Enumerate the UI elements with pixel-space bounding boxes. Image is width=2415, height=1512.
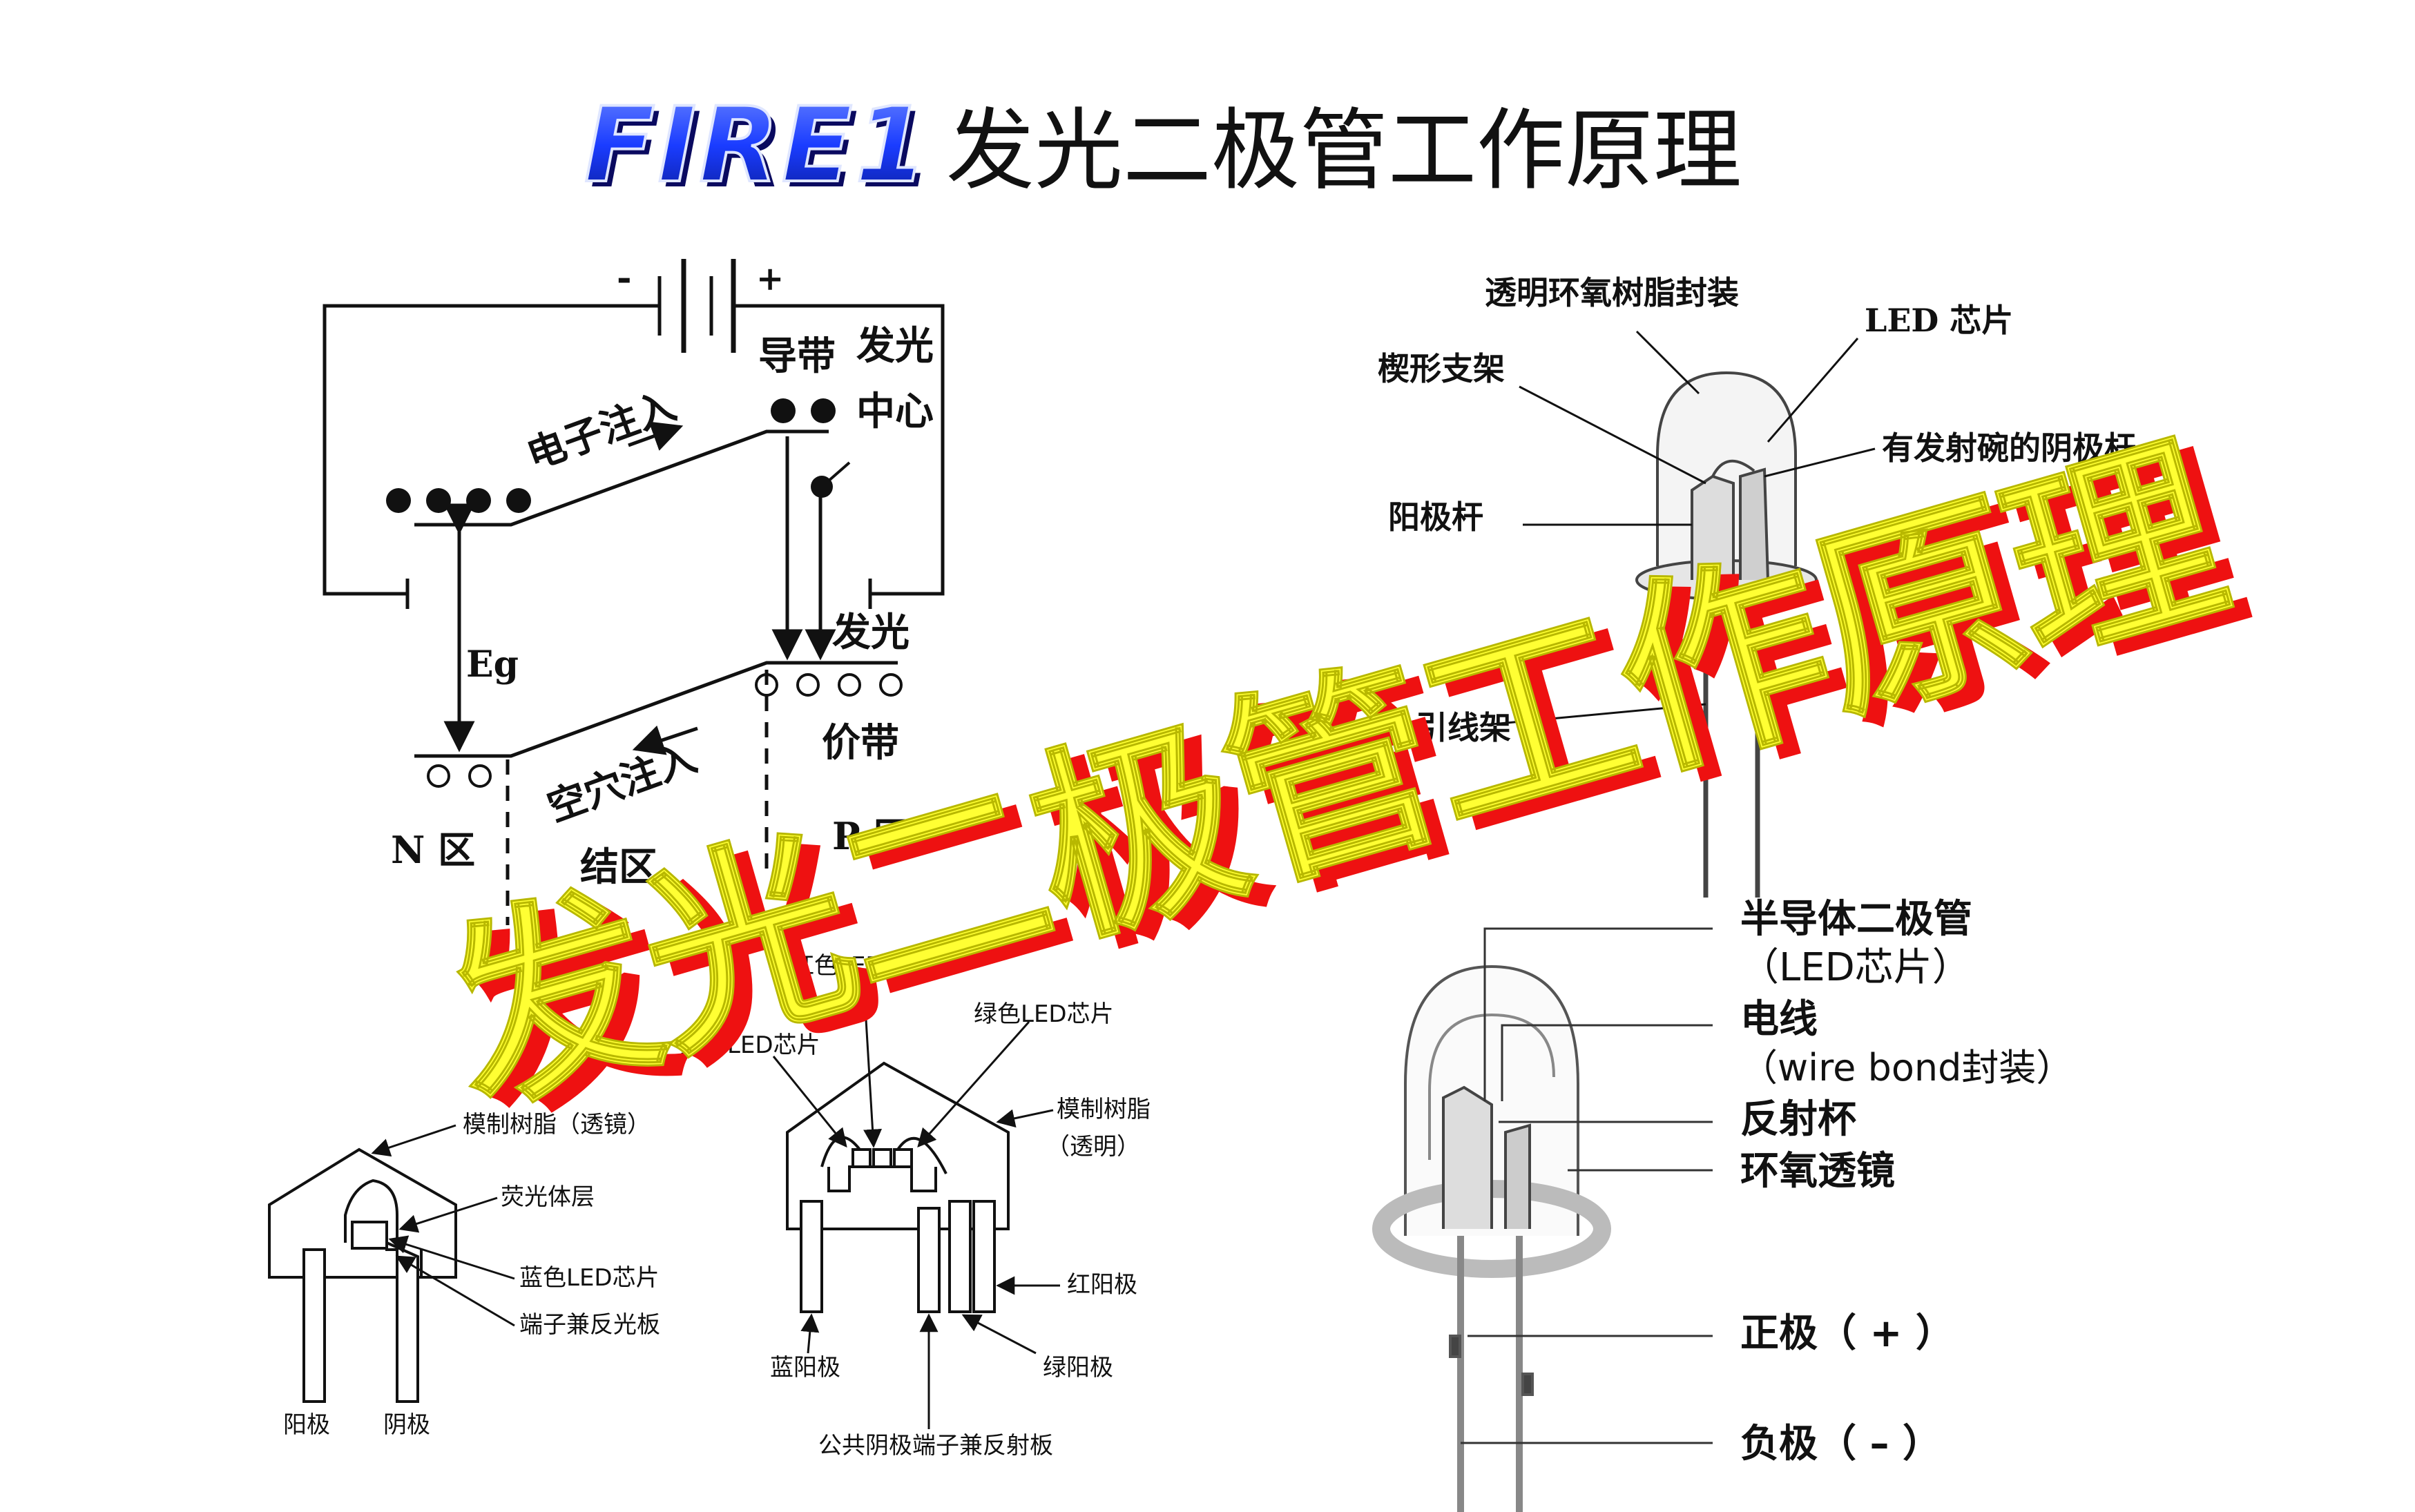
blue-chip-label: 蓝色LED芯片	[680, 1031, 820, 1059]
epoxy-lens-label: 环氧透镜	[1740, 1149, 1895, 1194]
hole-dot	[468, 764, 492, 788]
green-chip-label: 绿色LED芯片	[974, 1000, 1114, 1028]
luminescence-label-2: 中心	[856, 389, 934, 434]
electron-dot	[811, 398, 836, 423]
white-led-labels: 模制树脂（透镜） 荧光体层 蓝色LED芯片 端子兼反光板 阳极 阴极	[283, 1111, 660, 1439]
electron-dot	[466, 488, 491, 513]
molded-resin-label: 模制树脂	[1057, 1096, 1151, 1123]
cathode-cup-label: 有发射碗的阴极杆	[1882, 429, 2136, 467]
hole-dot	[427, 764, 450, 788]
led-chip-paren-label: （LED芯片）	[1740, 945, 1971, 990]
semiconductor-label: 半导体二极管	[1740, 897, 1972, 942]
valence-band-label: 价带	[822, 720, 899, 766]
led-5mm-diagram	[1484, 330, 1876, 898]
page-title: 发光二极管工作原理	[946, 99, 1742, 202]
electron-dot	[506, 488, 531, 513]
conduction-band-label: 导带	[758, 333, 836, 379]
reflector-cup-label: 反射杯	[1740, 1097, 1856, 1142]
hole-dot	[838, 673, 861, 697]
anode-label: 阳极	[283, 1411, 330, 1439]
p-region-label: P 区	[832, 814, 910, 858]
electron-injection-label: 电子注入	[521, 383, 682, 479]
molded-resin-lens-label: 模制树脂（透镜）	[463, 1111, 651, 1138]
wire-label: 电线	[1740, 997, 1818, 1042]
electron-dot	[771, 398, 796, 423]
anode-post-label: 阳极杆	[1388, 498, 1483, 536]
led-cutaway-diagram	[1372, 927, 1713, 1512]
blue-anode-label: 蓝阳极	[770, 1354, 840, 1382]
lead-frame-label: 引线架	[1416, 709, 1511, 746]
junction-region-label: 结区	[580, 844, 657, 890]
red-anode-label: 红阳极	[1067, 1271, 1137, 1299]
terminal-reflector-label: 端子兼反光板	[519, 1311, 660, 1339]
hole-dot	[755, 673, 778, 697]
logo-shadow: FIRE1	[590, 91, 936, 211]
common-cathode-label: 公共阴极端子兼反射板	[818, 1432, 1053, 1460]
red-chip-label: 红色LED芯片	[791, 952, 931, 980]
negative-lead-label: 负极（ – ）	[1740, 1422, 1941, 1466]
green-anode-label: 绿阳极	[1043, 1354, 1113, 1382]
brand-logo: FIRE1	[584, 86, 930, 206]
n-region-label: N 区	[391, 828, 475, 872]
rgb-led-diagram	[772, 973, 1060, 1429]
rgb-led-labels: 红色LED芯片 绿色LED芯片 蓝色LED芯片 模制树脂 （透明） 红阳极 蓝阳…	[680, 952, 1151, 1460]
phosphor-layer-label: 荧光体层	[501, 1183, 595, 1211]
wire-bond-label: （wire bond封装）	[1740, 1046, 2073, 1089]
positive-lead-label: 正极（ + ）	[1740, 1311, 1954, 1356]
white-led-diagram	[268, 1124, 515, 1403]
battery-plus: +	[756, 260, 784, 298]
battery-minus: -	[617, 257, 632, 299]
emission-label: 发光	[832, 610, 910, 655]
electron-dot	[386, 488, 411, 513]
hole-injection-label: 空穴注入	[541, 735, 702, 831]
electron-dot	[426, 488, 451, 513]
carriers	[386, 398, 903, 788]
wedge-frame-label: 楔形支架	[1378, 350, 1505, 387]
epoxy-package-label: 透明环氧树脂封装	[1485, 274, 1739, 311]
molded-resin-transparent-label: （透明）	[1046, 1133, 1140, 1161]
cathode-label: 阴极	[383, 1411, 430, 1439]
luminescence-label-1: 发光	[856, 323, 934, 369]
header: FIRE1 FIRE1 发光二极管工作原理	[583, 84, 1742, 211]
luminescence-center-dot	[811, 476, 833, 498]
eg-label: Eg	[466, 643, 519, 686]
hole-dot	[879, 673, 903, 697]
led-chip-label: LED 芯片	[1865, 302, 2013, 339]
blue-led-chip-label: 蓝色LED芯片	[519, 1264, 660, 1292]
band-diagram	[323, 259, 945, 925]
hole-dot	[796, 673, 820, 697]
led-cutaway-labels: 半导体二极管 （LED芯片） 电线 （wire bond封装） 反射杯 环氧透镜…	[1740, 897, 2073, 1466]
led-5mm-labels: 透明环氧树脂封装 LED 芯片 楔形支架 有发射碗的阴极杆 阳极杆 引线架	[1378, 274, 2136, 746]
